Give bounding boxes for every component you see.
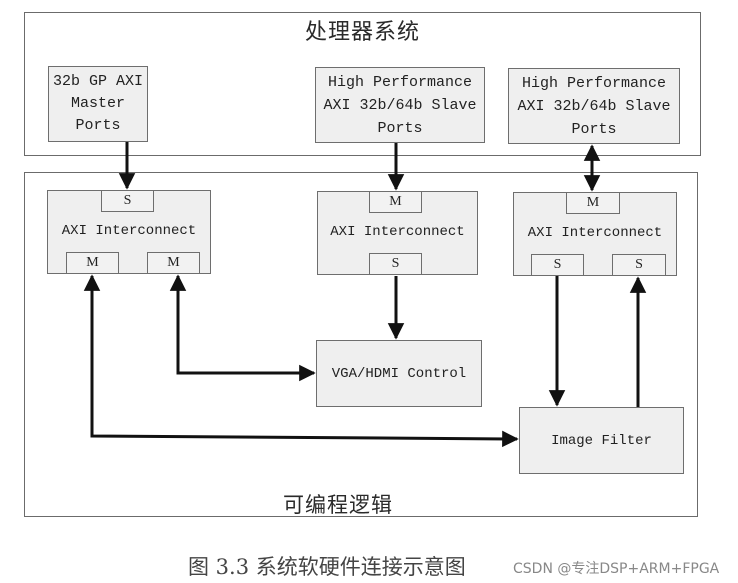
block-line: AXI 32b/64b Slave — [323, 96, 477, 114]
block-line: Ports — [377, 119, 423, 137]
interconnect-label: AXI Interconnect — [61, 223, 197, 239]
slave-port: S — [612, 254, 666, 276]
slave-port: S — [531, 254, 584, 276]
block-line: High Performance — [327, 73, 473, 91]
gp-axi-master-ports-block: 32b GP AXI Master Ports — [48, 66, 148, 142]
wire-ic1-filter-bidir — [83, 274, 519, 448]
master-port: M — [147, 252, 200, 274]
image-filter-block: Image Filter — [519, 407, 684, 474]
block-line: Master Ports — [70, 95, 125, 134]
processor-system-title: 处理器系统 — [304, 20, 420, 45]
master-port: M — [369, 191, 422, 213]
block-line: Ports — [571, 120, 617, 138]
block-line: AXI 32b/64b Slave — [517, 97, 671, 115]
interconnect-label: AXI Interconnect — [527, 225, 663, 241]
master-port: M — [66, 252, 119, 274]
block-line: 32b GP AXI — [52, 73, 143, 90]
block-label: Image Filter — [551, 432, 652, 449]
programmable-logic-title: 可编程逻辑 — [283, 493, 393, 517]
figure-caption: 图 3.3 系统软硬件连接示意图 — [188, 555, 466, 579]
hp-slave-ports-block-1: High Performance AXI 32b/64b Slave Ports — [315, 67, 485, 143]
slave-port: S — [101, 190, 154, 212]
watermark: CSDN @专注DSP+ARM+FPGA — [513, 561, 720, 577]
hp-slave-ports-block-2: High Performance AXI 32b/64b Slave Ports — [508, 68, 680, 144]
wire-ic1-vga-bidir — [169, 274, 316, 382]
interconnect-label: AXI Interconnect — [330, 224, 465, 240]
master-port: M — [566, 192, 620, 214]
block-line: High Performance — [521, 74, 667, 92]
